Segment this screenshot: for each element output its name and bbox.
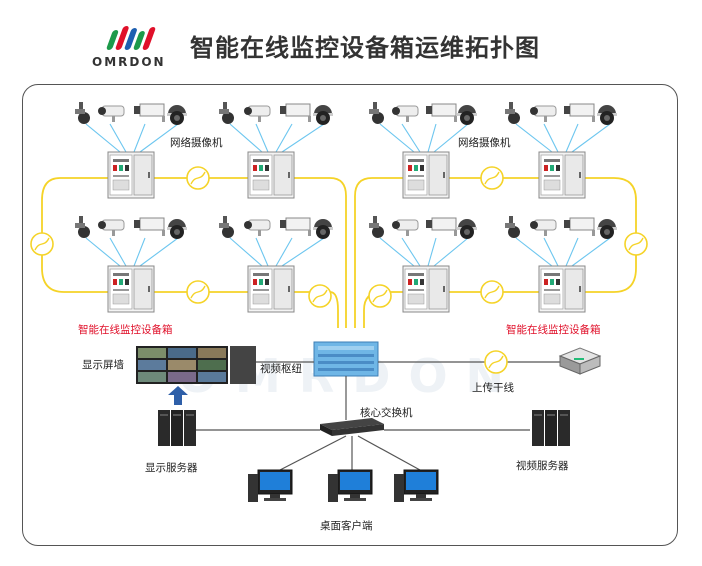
desktop-client-icon (247, 469, 293, 503)
core-switch-icon (320, 418, 384, 436)
desktop-client-icon (327, 469, 373, 503)
label-display-wall: 显示屏墙 (82, 359, 124, 371)
arrow-up-icon (168, 386, 188, 405)
label-uplink: 上传干线 (472, 382, 514, 394)
label-core-switch: 核心交换机 (360, 407, 413, 419)
label-video-hub: 视频枢纽 (260, 363, 302, 375)
page-title: 智能在线监控设备箱运维拓扑图 (190, 34, 540, 62)
logo-mark-icon (106, 26, 156, 50)
camera-links (85, 123, 611, 267)
display-server-icon (158, 410, 196, 446)
fiber-ring-left (41, 177, 347, 328)
label-box-right: 智能在线监控设备箱 (506, 324, 601, 336)
label-camera-top-right: 网络摄像机 (458, 137, 511, 149)
label-video-server: 视频服务器 (516, 460, 569, 472)
label-camera-top-left: 网络摄像机 (170, 137, 223, 149)
label-box-left: 智能在线监控设备箱 (78, 324, 173, 336)
label-display-server: 显示服务器 (145, 462, 198, 474)
video-hub-icon (313, 341, 379, 377)
video-server-icon (532, 410, 570, 446)
uplink-device-icon (558, 347, 602, 375)
label-desktop-client: 桌面客户端 (320, 520, 373, 532)
display-wall-icon (136, 346, 256, 384)
diagram-frame (22, 84, 678, 546)
desktop-client-icon (393, 469, 439, 503)
fiber-ring-right (354, 177, 637, 328)
logo-text: OMRDON (92, 55, 166, 69)
logo: OMRDON (92, 22, 168, 69)
